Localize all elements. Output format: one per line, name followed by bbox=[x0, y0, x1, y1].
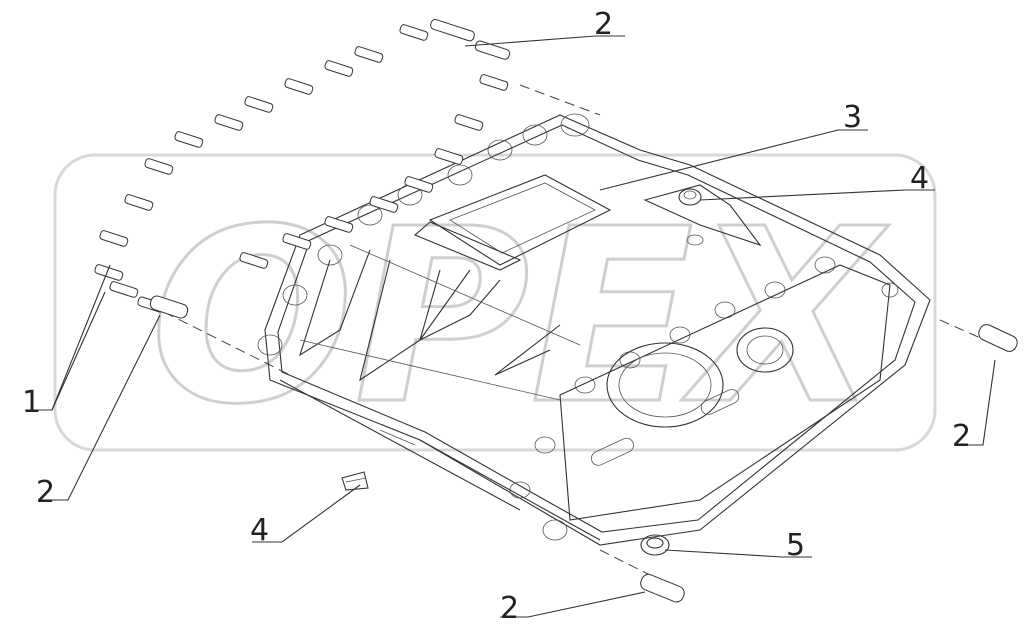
callout-labels: 1 2 2 2 2 3 4 4 5 bbox=[22, 7, 971, 626]
callout-2-bottom: 2 bbox=[500, 591, 519, 626]
callout-4-top: 4 bbox=[910, 161, 929, 196]
watermark: OPEX bbox=[53, 153, 937, 459]
callout-2-right: 2 bbox=[952, 419, 971, 454]
plug-item-4-top bbox=[678, 188, 702, 206]
dowel-pins-item-2 bbox=[149, 18, 1018, 603]
leader-lines bbox=[25, 35, 996, 618]
callout-5: 5 bbox=[786, 528, 805, 563]
callout-3: 3 bbox=[843, 100, 862, 135]
seal-washer-item-5 bbox=[640, 534, 670, 556]
transmission-housing bbox=[257, 113, 931, 546]
callout-4-bottom: 4 bbox=[250, 513, 269, 548]
callout-2-top: 2 bbox=[594, 7, 613, 42]
callout-2-left: 2 bbox=[36, 475, 55, 510]
watermark-text: OPEX bbox=[150, 177, 889, 457]
callout-1: 1 bbox=[22, 385, 41, 420]
centerlines bbox=[149, 84, 986, 576]
plug-item-4 bbox=[341, 471, 369, 491]
